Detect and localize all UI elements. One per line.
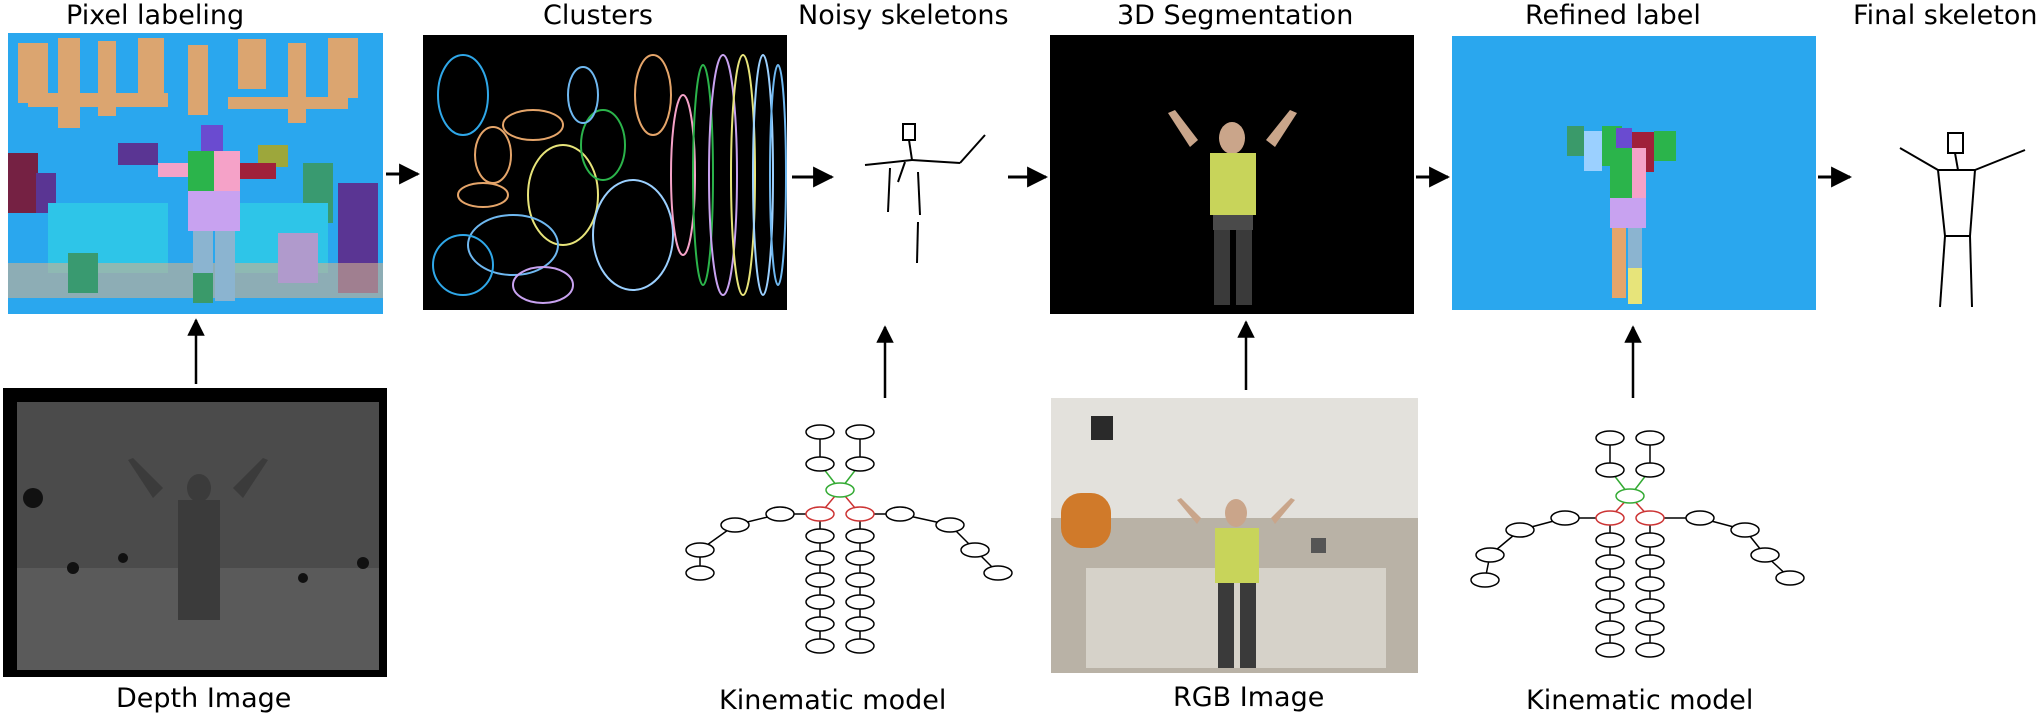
refined-label-image [1452,36,1816,310]
kinematic-model-title-2: Kinematic model [1526,685,1754,716]
noisy-skeleton [864,123,986,264]
3d-segmentation-title: 3D Segmentation [1117,0,1354,31]
3d-segmentation-image [1050,35,1414,314]
clusters-title: Clusters [543,0,653,31]
refined-label-title: Refined label [1525,0,1701,31]
final-skeleton [1899,132,2026,308]
kinematic-model-title-1: Kinematic model [719,685,947,716]
depth-image [3,388,387,677]
noisy-skeletons-title: Noisy skeletons [798,0,1009,31]
pixel-labeling-image [8,33,383,314]
depth-image-title: Depth Image [116,683,292,714]
final-skeleton-title: Final skeleton [1853,0,2038,31]
clusters-image [423,35,787,310]
kinematic-graph-1 [685,424,1013,654]
rgb-image-title: RGB Image [1173,682,1325,713]
rgb-image [1051,398,1418,673]
kinematic-graph-2 [1470,430,1805,658]
pixel-labeling-title: Pixel labeling [66,0,245,31]
